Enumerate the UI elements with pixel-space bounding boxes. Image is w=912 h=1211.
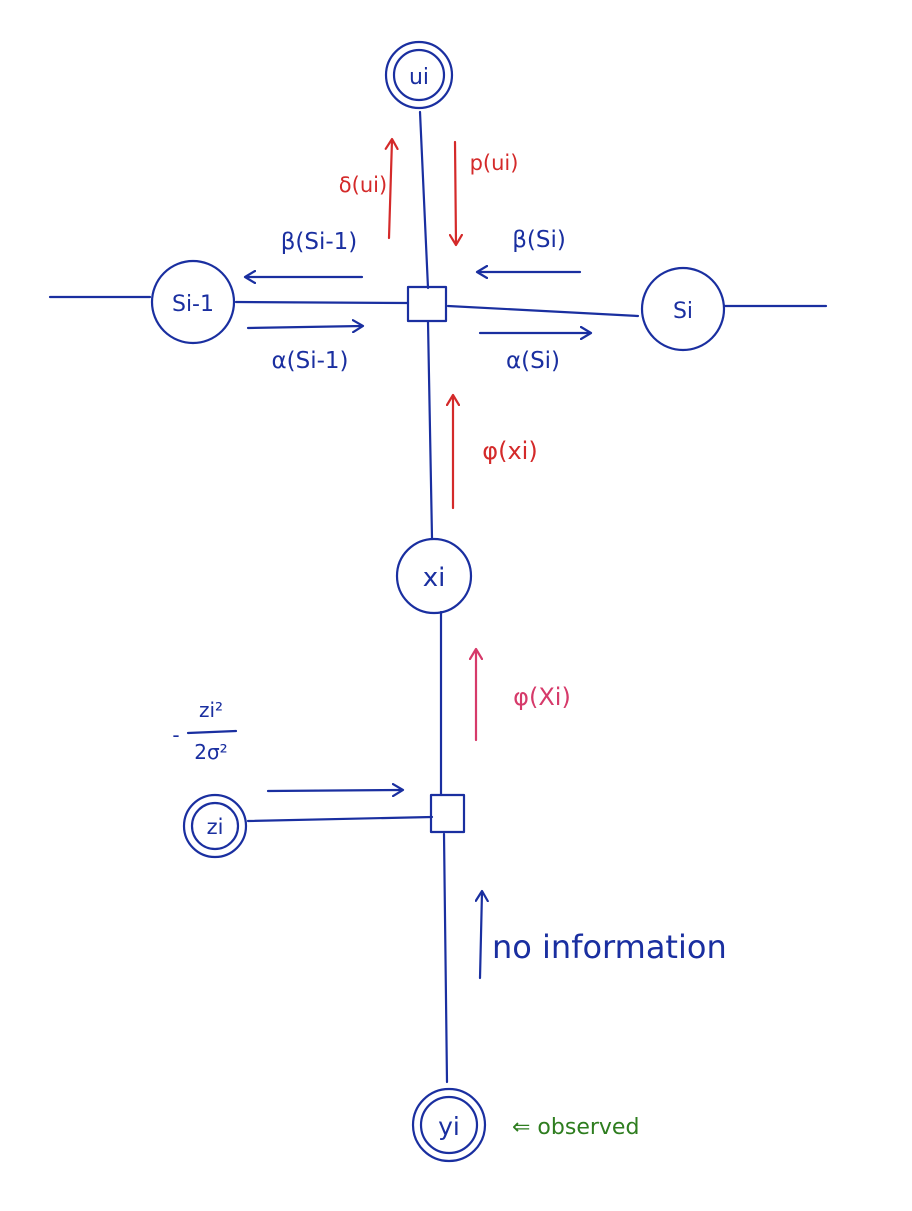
node-s-label: Si (673, 299, 693, 324)
z-term-expression: - zi² 2σ² (172, 698, 238, 764)
label-alpha-s: α(Si) (506, 348, 560, 374)
arrow-p-u (455, 140, 456, 244)
arrow-alpha-s-prev (246, 326, 362, 328)
node-y-label: yi (438, 1112, 460, 1141)
z-term-denominator: 2σ² (194, 740, 227, 764)
node-u: ui (384, 40, 454, 110)
label-phi-x-top: φ(xi) (482, 437, 537, 465)
arrow-z-term (266, 790, 402, 791)
z-term-sign: - (172, 723, 179, 747)
node-z-label: zi (207, 815, 224, 839)
factor-node-top (406, 285, 448, 323)
label-phi-x-bottom: φ(Xi) (513, 683, 571, 711)
label-beta-s-prev: β(Si-1) (281, 229, 358, 255)
z-term-numerator: zi² (199, 698, 223, 722)
node-s-prev: Si-1 (150, 259, 236, 345)
arrow-delta-u (389, 140, 392, 240)
z-term-fraction-bar (186, 729, 238, 735)
label-alpha-s-prev: α(Si-1) (271, 348, 348, 374)
edge-factor-x (426, 320, 434, 540)
label-delta-u: δ(ui) (339, 173, 387, 197)
label-p-u: p(ui) (470, 151, 519, 175)
graph-edges (48, 110, 828, 1084)
edge-u-factor (418, 110, 430, 290)
edge-sprev-factor (234, 300, 410, 305)
label-observed: ⇐ observed (512, 1115, 639, 1140)
node-x: xi (395, 537, 473, 615)
node-u-label: ui (409, 65, 429, 90)
label-beta-s: β(Si) (512, 227, 566, 253)
edge-factor2-y (442, 832, 449, 1084)
node-x-label: xi (423, 563, 446, 593)
node-s: Si (640, 266, 726, 352)
edge-factor-s (446, 304, 640, 318)
node-s-prev-label: Si-1 (172, 292, 214, 317)
arrow-no-information (480, 892, 482, 980)
node-y: yi (411, 1087, 487, 1163)
node-z: zi (182, 793, 248, 859)
edge-z-factor2 (246, 815, 434, 823)
factor-node-bottom (429, 793, 466, 834)
label-no-information: no information (492, 928, 727, 966)
